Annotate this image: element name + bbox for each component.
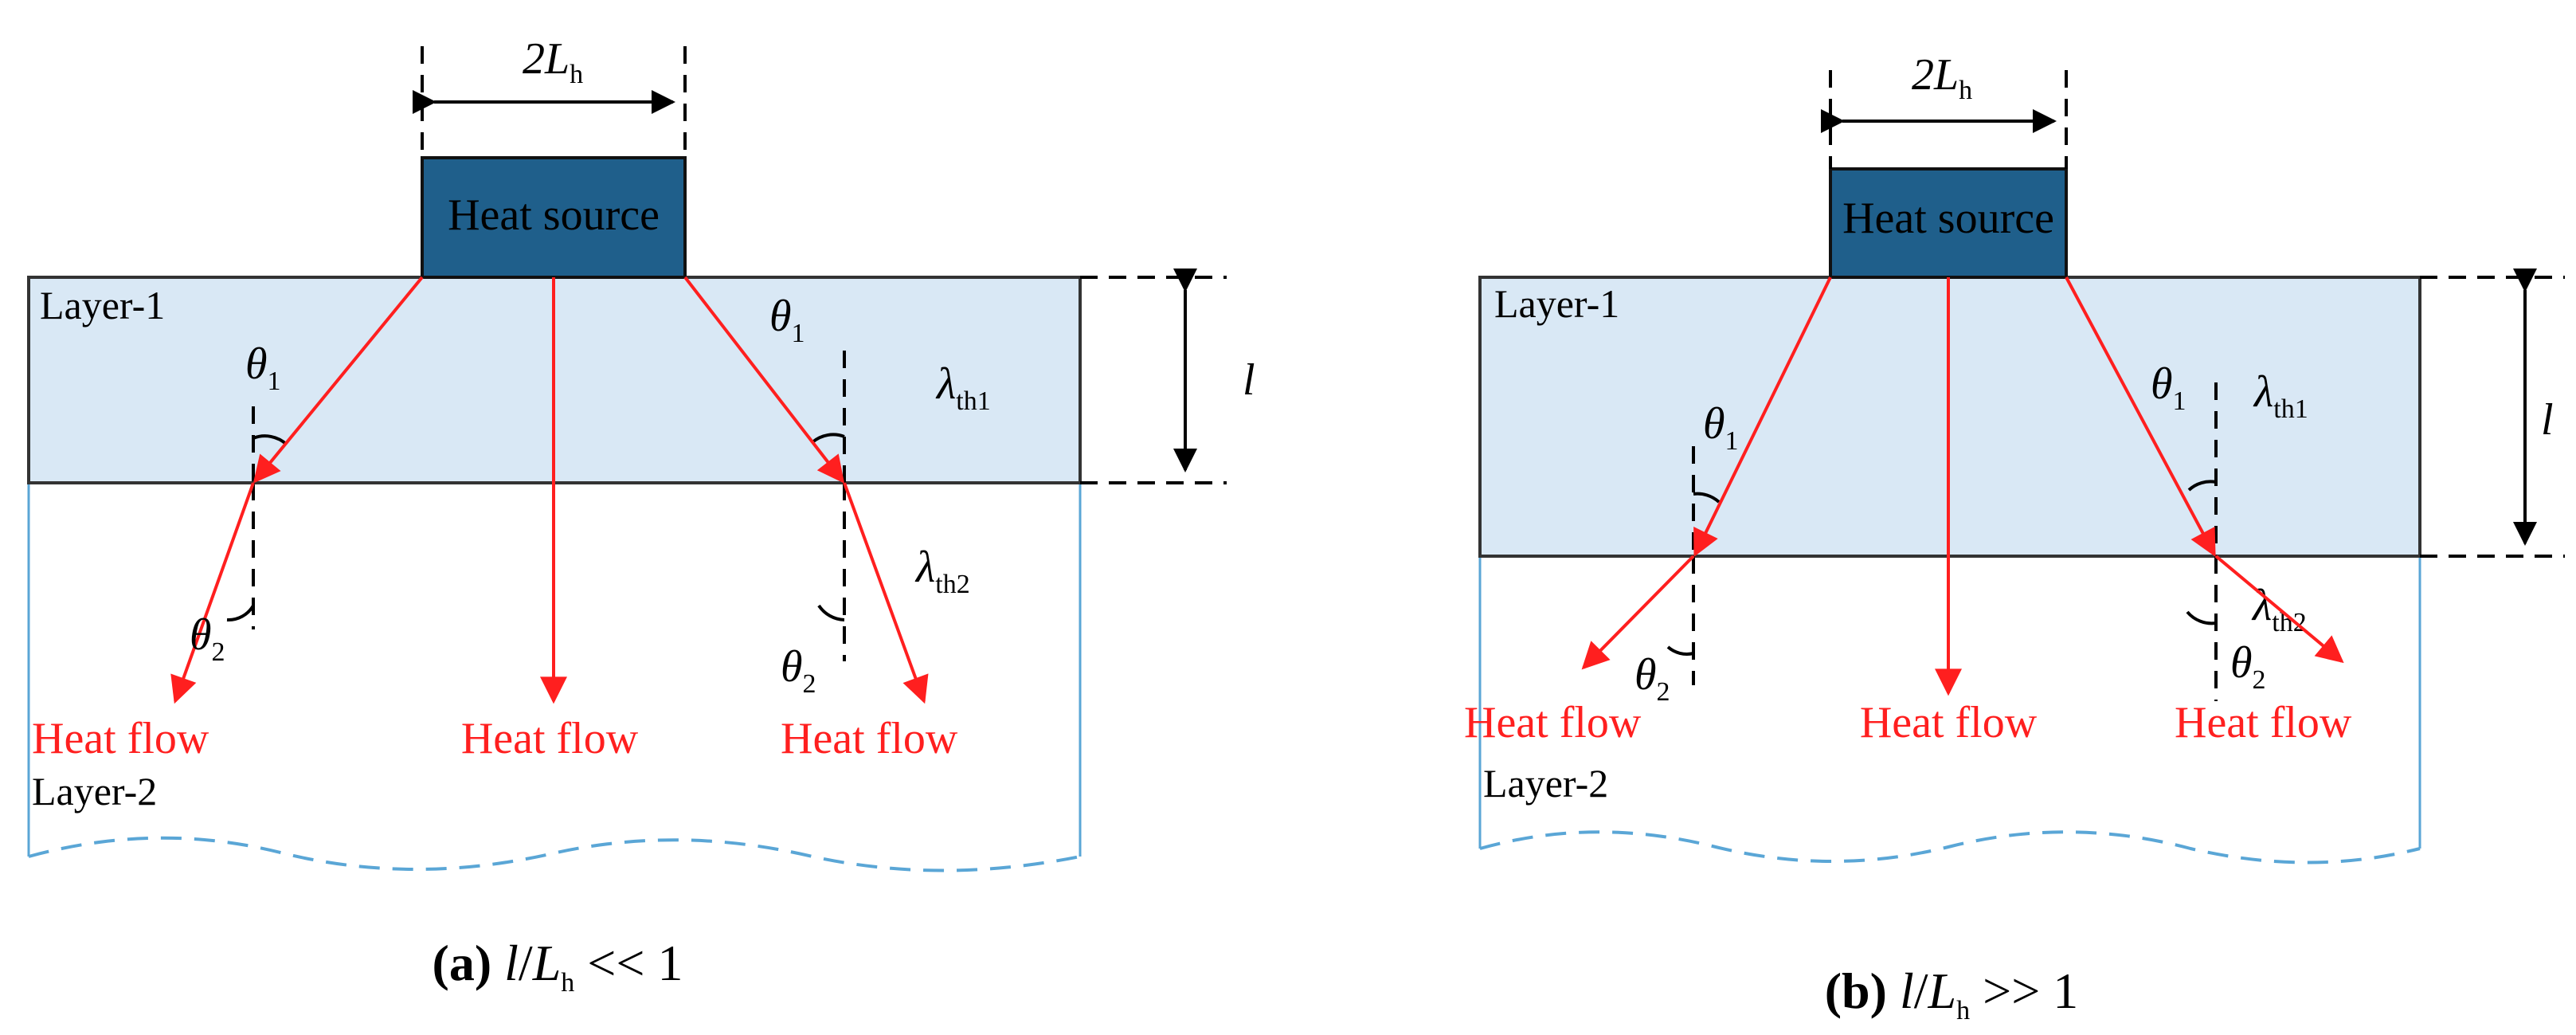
heat-path-center: Heat flow <box>461 277 639 763</box>
heat-path-center: Heat flow <box>1860 277 2038 747</box>
svg-text:θ1: θ1 <box>1703 399 1739 456</box>
layer-2-label: Layer-2 <box>1483 761 1608 806</box>
lambda-th2-label: λth2 <box>914 543 970 599</box>
caption-a: (a) l/Lh << 1 <box>433 935 683 998</box>
theta-1-right: θ <box>769 292 792 341</box>
theta-1-left: θ <box>1703 399 1725 449</box>
svg-text:θ1: θ1 <box>245 339 281 396</box>
layer-2-region <box>27 483 1082 872</box>
heat-flow-right: Heat flow <box>781 714 958 763</box>
heat-flow-left: Heat flow <box>32 714 209 763</box>
svg-text:θ2: θ2 <box>781 642 816 699</box>
heat-path-left: θ1 θ2 Heat flow <box>1464 276 1832 747</box>
panel-a: Heat source 2Lh l Layer-1 Layer-2 λth1 λ… <box>27 34 1255 998</box>
svg-text:2Lh: 2Lh <box>1912 50 1972 105</box>
layer-1-label: Layer-1 <box>1494 281 1619 326</box>
heat-path-left: θ1 θ2 Heat flow <box>32 276 424 763</box>
theta-2-left: θ <box>190 610 212 660</box>
width-label: 2L <box>523 34 570 84</box>
theta-2-left: θ <box>1634 650 1657 700</box>
width-dimension: 2Lh <box>1821 50 2068 169</box>
thickness-dimension: l <box>2420 269 2565 558</box>
heat-source-label: Heat source <box>448 190 660 240</box>
heat-source-label: Heat source <box>1842 194 2054 243</box>
caption-b: (b) l/Lh >> 1 <box>1825 962 2079 1025</box>
thickness-label: l <box>1243 355 1255 405</box>
layer-2-region <box>1478 556 2421 864</box>
layer-2-label: Layer-2 <box>32 769 157 813</box>
svg-text:θ2: θ2 <box>2230 638 2266 695</box>
thickness-dimension: l <box>1080 269 1255 484</box>
theta-2-right: θ <box>2230 638 2253 688</box>
theta-1-right: θ <box>2151 359 2173 409</box>
theta-1-left: θ <box>245 339 268 389</box>
width-label-sub: h <box>570 60 583 89</box>
heat-flow-left: Heat flow <box>1464 698 1642 747</box>
svg-text:θ1: θ1 <box>2151 359 2186 416</box>
svg-text:θ2: θ2 <box>190 610 225 667</box>
heat-path-right: θ1 θ2 Heat flow <box>683 276 958 763</box>
lambda-th1-label: λth1 <box>2253 367 2308 424</box>
width-dimension: 2Lh <box>413 34 687 158</box>
theta-2-right: θ <box>781 642 803 692</box>
layer-1-label: Layer-1 <box>40 283 165 327</box>
heat-source-block <box>1829 167 2068 279</box>
heat-path-right: θ1 θ2 Heat flow <box>2065 276 2352 747</box>
heat-flow-center: Heat flow <box>461 714 639 763</box>
lambda-th1-label: λth1 <box>935 359 991 416</box>
svg-text:θ2: θ2 <box>1634 650 1670 707</box>
thickness-label: l <box>2541 395 2554 445</box>
width-label-sub: h <box>1959 76 1972 105</box>
svg-text:θ1: θ1 <box>769 292 805 348</box>
svg-text:2Lh: 2Lh <box>523 34 583 89</box>
heat-flow-center: Heat flow <box>1860 698 2038 747</box>
panel-b: Heat source 2Lh l Layer-1 Layer-2 λth1 λ… <box>1464 50 2565 1025</box>
width-label: 2L <box>1912 50 1959 100</box>
heat-flow-right: Heat flow <box>2175 698 2352 747</box>
